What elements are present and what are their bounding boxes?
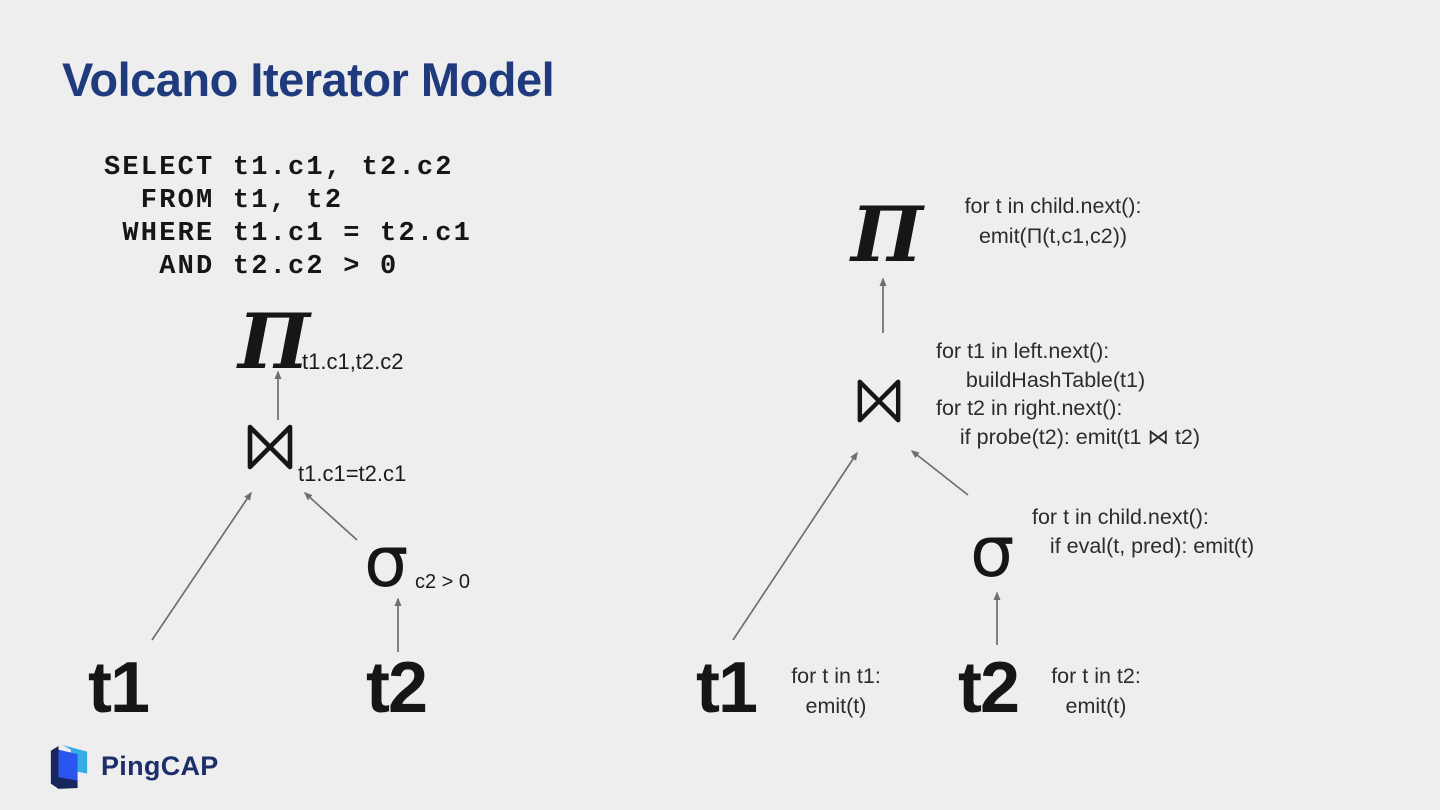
sql-query: SELECT t1.c1, t2.c2 FROM t1, t2 WHERE t1… — [104, 153, 473, 282]
plan-table-t2: t2 — [366, 648, 428, 728]
arrow-plan-t1-to-join — [151, 491, 252, 641]
iter-projection-code: for t in child.next(): emit(Π(t,c1,c2)) — [964, 194, 1142, 248]
arrow-plan-selection-to-join — [303, 491, 358, 541]
pingcap-logo: PingCAP — [48, 741, 219, 791]
plan-join-subscript: t1.c1=t2.c1 — [298, 461, 407, 486]
iter-projection-symbol: Π — [851, 190, 923, 279]
slide-title: Volcano Iterator Model — [62, 53, 555, 106]
plan-join-icon — [247, 424, 293, 470]
iter-join-code: for t1 in left.next(): buildHashTable(t1… — [936, 339, 1201, 449]
plan-projection-symbol: Π — [238, 297, 310, 386]
iter-join-icon — [857, 379, 901, 423]
pingcap-wordmark: PingCAP — [101, 750, 219, 781]
plan-selection-symbol: σ — [364, 521, 409, 603]
iter-table-t2-code: for t in t2: emit(t) — [1051, 664, 1141, 718]
iter-table-t2: t2 — [958, 648, 1020, 728]
iter-table-t1-code: for t in t1: emit(t) — [791, 664, 881, 718]
plan-table-t1: t1 — [88, 648, 150, 728]
iter-selection-symbol: σ — [970, 511, 1015, 593]
arrow-iter-t1-to-join — [732, 451, 858, 641]
iter-table-t1: t1 — [696, 648, 758, 728]
arrow-iter-selection-to-join — [910, 450, 969, 496]
plan-projection-subscript: t1.c1,t2.c2 — [302, 349, 404, 374]
iter-selection-code: for t in child.next(): if eval(t, pred):… — [1032, 505, 1255, 558]
plan-selection-subscript: c2 > 0 — [415, 571, 471, 593]
pingcap-flag-icon — [50, 745, 88, 789]
